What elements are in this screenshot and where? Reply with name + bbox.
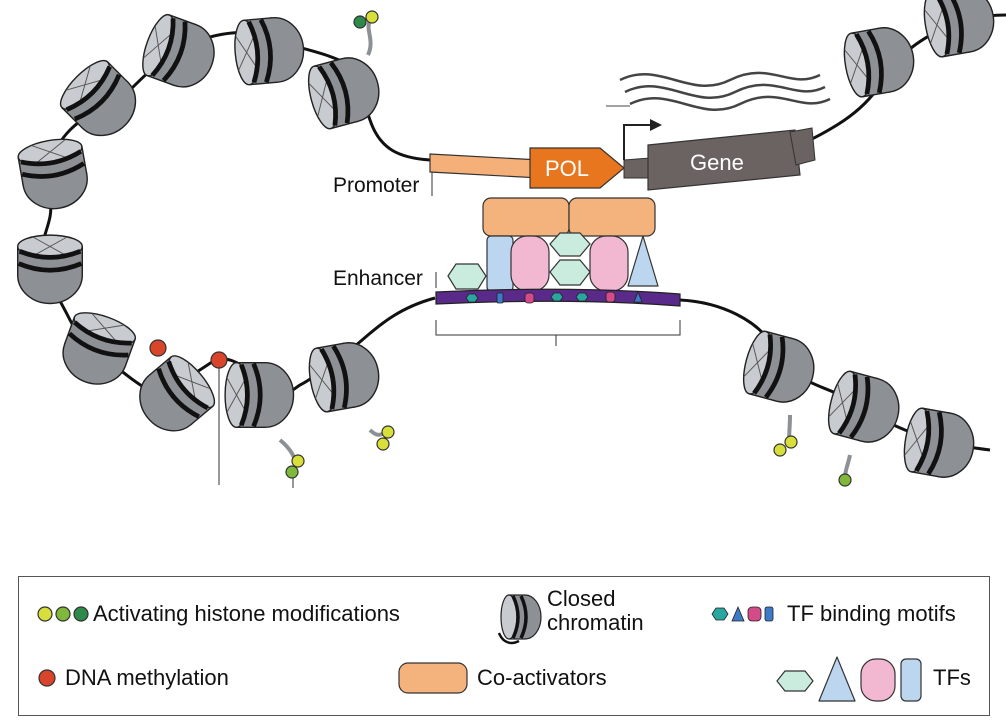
legend-dna-methylation-label: DNA methylation <box>65 665 229 690</box>
tf-binding-motifs <box>465 290 643 304</box>
nucleosome <box>225 363 293 428</box>
legend-activating-label: Activating histone modifications <box>93 601 400 626</box>
nucleosome <box>840 23 919 98</box>
nucleosome <box>920 0 999 59</box>
nucleosome <box>16 135 91 214</box>
tf-pink <box>510 235 550 292</box>
modification-circles <box>285 10 852 487</box>
transcription-factors <box>447 232 659 292</box>
coactivator-complex <box>482 197 656 237</box>
gene-body <box>647 129 801 191</box>
enhancer-bracket <box>435 320 681 336</box>
tf-binding-motifs-icon <box>711 605 774 622</box>
tf-pink <box>589 235 629 292</box>
tf-hexagon <box>447 263 487 290</box>
legend: Activating histone modifications Closed … <box>18 576 990 716</box>
nucleosome <box>305 338 384 413</box>
legend-coactivators-label: Co-activators <box>477 665 607 690</box>
promoter-label: Promoter <box>333 174 420 197</box>
legend-tf-binding-motifs-label: TF binding motifs <box>787 601 956 626</box>
chromatin-loop-diagram <box>0 0 1006 488</box>
legend-tfs-label: TFs <box>933 665 971 690</box>
coactivators-icon <box>398 662 468 694</box>
legend-closed-chromatin-label: Closed chromatin <box>547 586 644 635</box>
rna-transcripts <box>619 71 831 111</box>
tf-hexagon <box>549 232 591 257</box>
nucleosome <box>232 15 306 85</box>
coactivator <box>482 197 570 237</box>
nucleosome <box>303 51 386 131</box>
tss-arrow <box>623 124 652 160</box>
gene-label: Gene <box>690 150 744 175</box>
pol-label: POL <box>545 156 590 181</box>
tf-triangle <box>627 235 659 287</box>
closed-chromatin-icon <box>497 594 542 645</box>
nucleosome <box>55 306 139 392</box>
tf-rect <box>486 235 514 292</box>
tf-hexagon <box>549 259 591 286</box>
dna-methylation-icon <box>38 669 56 687</box>
nucleosome <box>136 11 222 95</box>
promoter-region <box>429 153 541 179</box>
nucleosome <box>18 235 83 303</box>
enhancer-label: Enhancer <box>333 267 423 290</box>
nucleosome <box>900 406 979 481</box>
nucleosome <box>823 368 906 448</box>
nucleosome <box>738 328 821 408</box>
coactivator <box>568 197 656 237</box>
pol-shape <box>529 147 625 189</box>
tfs-icon <box>776 656 922 702</box>
activating-modifications-icon <box>37 606 89 622</box>
